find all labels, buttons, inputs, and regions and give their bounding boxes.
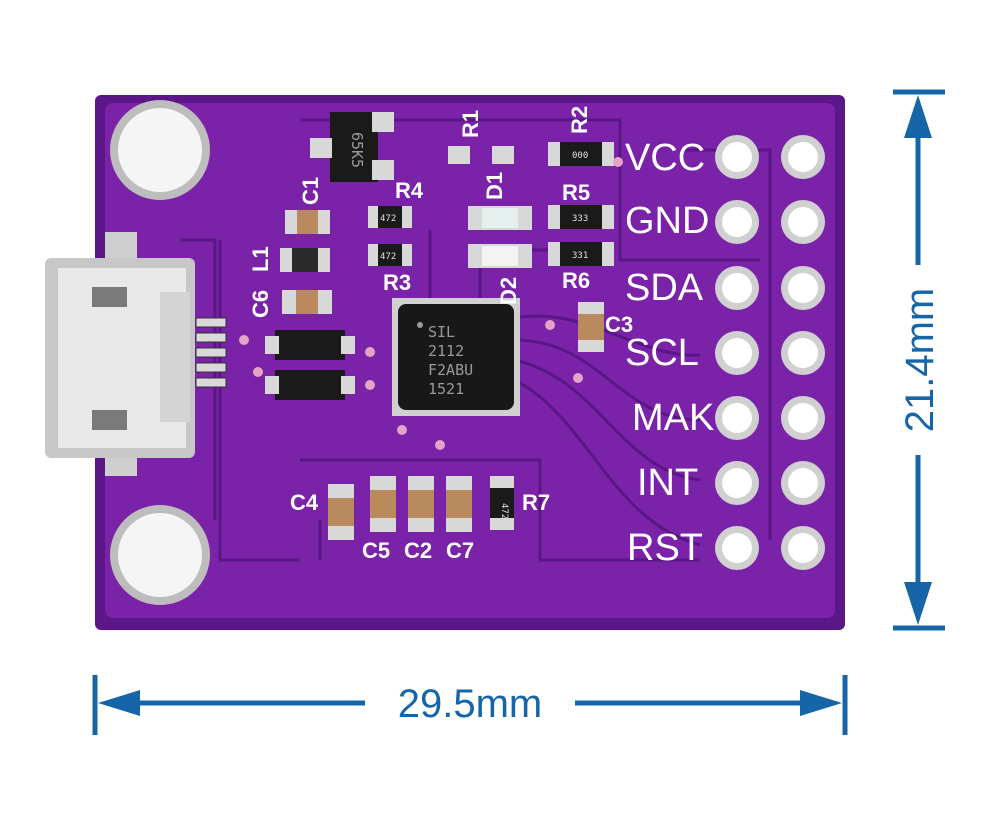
resistor-r5 bbox=[548, 205, 614, 229]
pin-label-rst: RST bbox=[627, 527, 703, 569]
inductor-l1 bbox=[280, 248, 330, 272]
resistor-r7 bbox=[490, 476, 514, 530]
svg-text:SIL: SIL bbox=[428, 323, 455, 341]
svg-text:R3: R3 bbox=[383, 270, 411, 295]
header-pads bbox=[715, 135, 825, 570]
svg-text:000: 000 bbox=[572, 151, 588, 161]
svg-text:C5: C5 bbox=[362, 538, 390, 563]
capacitor-c2 bbox=[408, 476, 434, 532]
svg-text:C2: C2 bbox=[404, 538, 432, 563]
svg-text:D2: D2 bbox=[496, 277, 521, 305]
pin-label-mak: MAK bbox=[632, 397, 714, 439]
svg-text:1521: 1521 bbox=[428, 380, 464, 398]
pin-label-sda: SDA bbox=[625, 267, 704, 309]
svg-text:F2ABU: F2ABU bbox=[428, 361, 473, 379]
svg-text:C3: C3 bbox=[605, 312, 633, 337]
svg-text:331: 331 bbox=[572, 251, 588, 261]
svg-text:2112: 2112 bbox=[428, 342, 464, 360]
resistor-r3 bbox=[368, 244, 412, 266]
pin-label-scl: SCL bbox=[625, 332, 699, 374]
transistor: 65K5 bbox=[310, 112, 394, 182]
width-label: 29.5mm bbox=[398, 682, 543, 726]
capacitor-c7 bbox=[446, 476, 472, 532]
svg-text:R4: R4 bbox=[395, 178, 424, 203]
capacitor-c5 bbox=[370, 476, 396, 532]
resistor-r6 bbox=[548, 242, 614, 266]
usb-pins bbox=[195, 317, 227, 388]
main-ic: SIL 2112 F2ABU 1521 bbox=[392, 298, 520, 416]
svg-text:C4: C4 bbox=[290, 490, 319, 515]
svg-text:D1: D1 bbox=[482, 172, 507, 200]
height-dimension bbox=[893, 89, 945, 631]
svg-text:R2: R2 bbox=[567, 106, 592, 134]
resistor-r2 bbox=[548, 142, 614, 166]
svg-text:R6: R6 bbox=[562, 268, 590, 293]
svg-text:R7: R7 bbox=[522, 490, 550, 515]
svg-text:C7: C7 bbox=[446, 538, 474, 563]
svg-text:R1: R1 bbox=[458, 110, 483, 138]
width-dimension bbox=[92, 675, 848, 735]
pin-label-vcc: VCC bbox=[625, 137, 705, 179]
pin-labels: VCC GND SDA SCL MAK INT RST bbox=[625, 137, 714, 569]
svg-text:333: 333 bbox=[572, 214, 588, 224]
svg-text:472: 472 bbox=[380, 252, 396, 262]
resistor-r1 bbox=[448, 146, 514, 164]
resistor-r4 bbox=[368, 206, 412, 228]
capacitor-c3 bbox=[578, 302, 604, 352]
svg-text:C6: C6 bbox=[248, 290, 273, 318]
capacitor-c1 bbox=[285, 210, 330, 234]
pin-label-int: INT bbox=[637, 462, 698, 504]
led-d2 bbox=[468, 244, 532, 268]
svg-text:R5: R5 bbox=[562, 180, 590, 205]
pcb-traces bbox=[180, 118, 772, 562]
pin-label-gnd: GND bbox=[625, 200, 709, 242]
capacitor-c4 bbox=[328, 484, 354, 540]
vias bbox=[239, 157, 623, 450]
led-d1 bbox=[468, 206, 532, 230]
micro-usb-connector bbox=[45, 232, 195, 476]
svg-text:L1: L1 bbox=[248, 246, 273, 272]
diode-bottom bbox=[265, 370, 355, 400]
svg-text:65K5: 65K5 bbox=[348, 132, 366, 168]
svg-text:472: 472 bbox=[380, 214, 396, 224]
diode-top bbox=[265, 330, 355, 360]
capacitor-c6 bbox=[282, 290, 332, 314]
svg-text:472: 472 bbox=[499, 503, 509, 519]
height-label: 21.4mm bbox=[898, 288, 942, 433]
svg-text:C1: C1 bbox=[298, 177, 323, 205]
